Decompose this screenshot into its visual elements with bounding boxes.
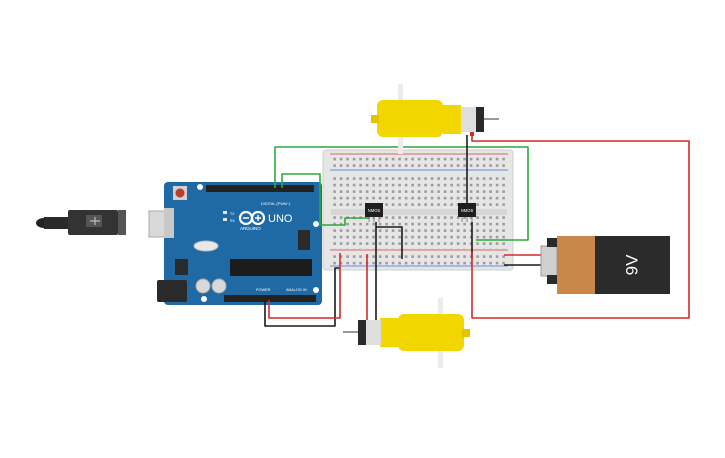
motor-top-wire-red[interactable] xyxy=(471,135,690,319)
dc-jack xyxy=(157,280,187,302)
power-header[interactable] xyxy=(224,295,316,302)
mosfet-left-label: NMOS xyxy=(368,208,381,213)
motor-top[interactable] xyxy=(371,84,499,154)
signal-wire-left[interactable] xyxy=(281,173,370,226)
arduino-logo xyxy=(238,210,266,226)
motor-bottom[interactable] xyxy=(343,298,470,368)
reset-button[interactable] xyxy=(175,188,185,198)
ground-jumper[interactable] xyxy=(376,226,403,259)
battery-9v[interactable]: 9V xyxy=(540,236,670,294)
arduino-board[interactable]: UNO ARDUINO DIGITAL (PWM~) POWER ANALOG … xyxy=(157,182,322,305)
mosfet-left[interactable]: NMOS xyxy=(365,203,383,222)
battery-label: 9V xyxy=(622,254,641,275)
model-label: UNO xyxy=(268,213,293,225)
digital-header[interactable] xyxy=(206,185,314,192)
rx-label: RX xyxy=(230,219,236,223)
breadboard[interactable] xyxy=(322,149,514,271)
signal-wire-right[interactable] xyxy=(274,146,529,241)
microcontroller-chip xyxy=(230,259,312,276)
mosfet-right-label: NMOS xyxy=(461,208,474,213)
arduino-5v-wire[interactable] xyxy=(268,253,341,319)
power-label: POWER xyxy=(256,288,271,292)
usb-cable[interactable] xyxy=(36,210,175,238)
mosfet-right[interactable]: NMOS xyxy=(458,203,476,222)
arduino-gnd-wire[interactable] xyxy=(264,267,340,327)
tx-label: TX xyxy=(230,212,235,216)
analog-label: ANALOG IN xyxy=(286,288,307,292)
brand-label: ARDUINO xyxy=(240,226,261,231)
digital-label: DIGITAL (PWM~) xyxy=(261,202,291,206)
